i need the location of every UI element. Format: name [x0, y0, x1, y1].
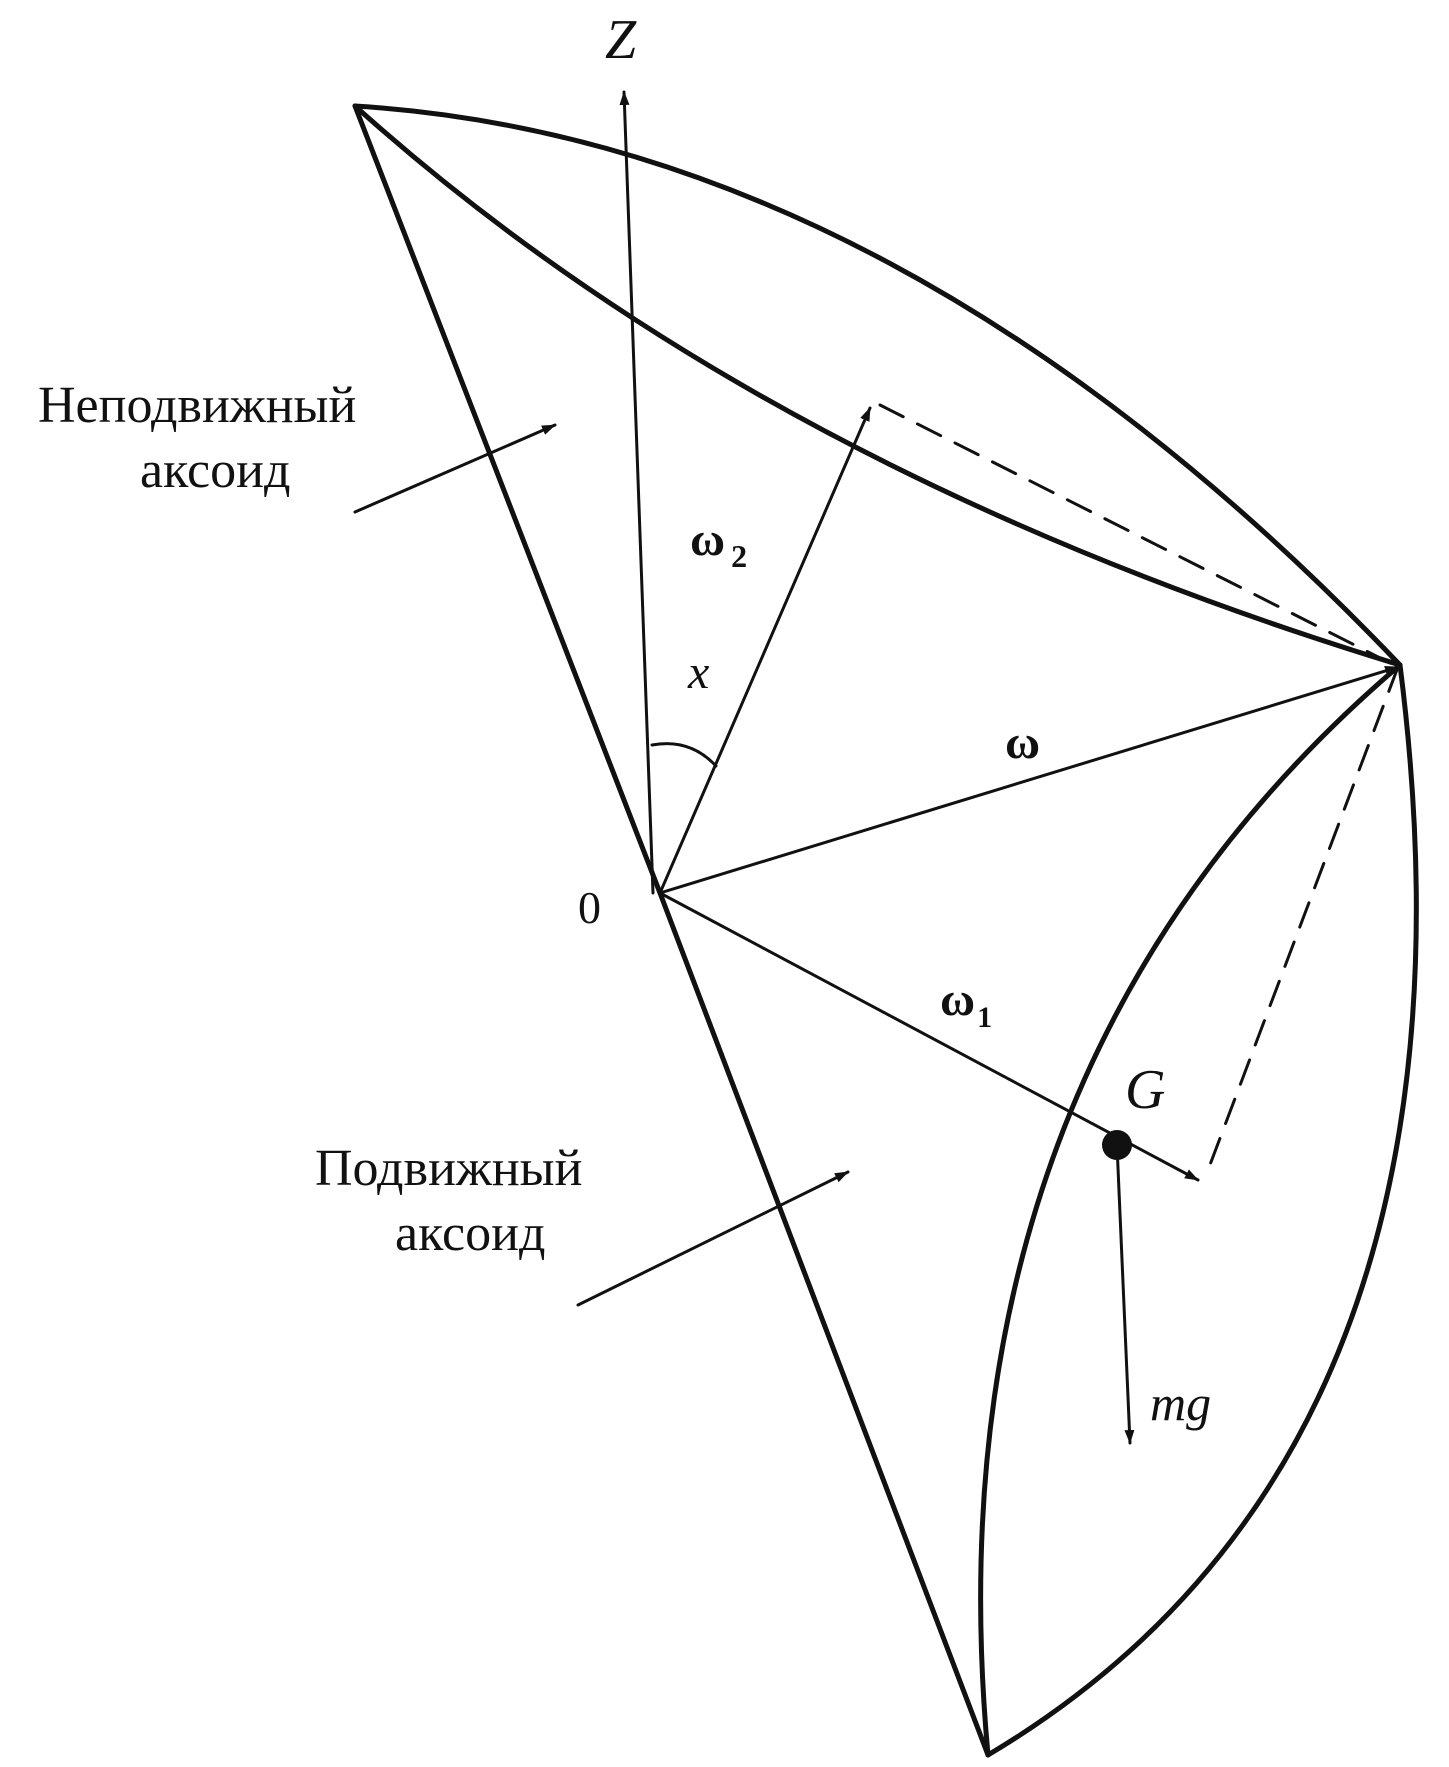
- z-axis: [619, 90, 655, 895]
- omega2-symbol: ω: [690, 513, 725, 566]
- dashed-edge-upper: [878, 403, 1400, 669]
- angle-label: x: [687, 646, 709, 699]
- angle-arc: [650, 742, 718, 768]
- moving-axoid-cone: [657, 662, 1419, 1758]
- omega2-subscript: 2: [731, 538, 747, 574]
- moving-axoid-generatrix: [657, 890, 991, 1758]
- omega1-subscript: 1: [977, 1001, 992, 1034]
- gravity-label: mg: [1150, 1375, 1211, 1431]
- omega-vector: [658, 665, 1400, 895]
- fixed-axoid-label-line1: Неподвижный: [38, 377, 356, 434]
- point-g-label: G: [1125, 1059, 1165, 1121]
- omega1-symbol: ω: [940, 973, 975, 1026]
- gravity-vector: [1115, 1143, 1135, 1445]
- moving-axoid-pointer: [576, 1170, 850, 1307]
- moving-axoid-label-line1: Подвижный: [315, 1140, 582, 1197]
- z-axis-label: Z: [605, 9, 637, 71]
- fixed-axoid-inner-arc: [352, 103, 1403, 668]
- fixed-axoid-pointer: [353, 423, 557, 514]
- moving-axoid-outer-arc: [985, 662, 1419, 1758]
- moving-axoid-label-line2: аксоид: [395, 1205, 545, 1262]
- fixed-axoid-generatrix: [352, 103, 663, 896]
- omega2-vector: [658, 406, 872, 895]
- fixed-axoid-outer-arc: [352, 103, 1403, 668]
- omega1-label: ω1: [940, 973, 992, 1034]
- omega1-vector: [658, 891, 1200, 1182]
- moving-axoid-inner-arc: [978, 662, 1403, 1758]
- origin-label: 0: [578, 882, 601, 933]
- omega-label: ω: [1005, 716, 1040, 769]
- dashed-edge-lower: [1206, 665, 1400, 1172]
- fixed-axoid-cone: [352, 103, 1403, 896]
- fixed-axoid-label-line2: аксоид: [140, 442, 290, 499]
